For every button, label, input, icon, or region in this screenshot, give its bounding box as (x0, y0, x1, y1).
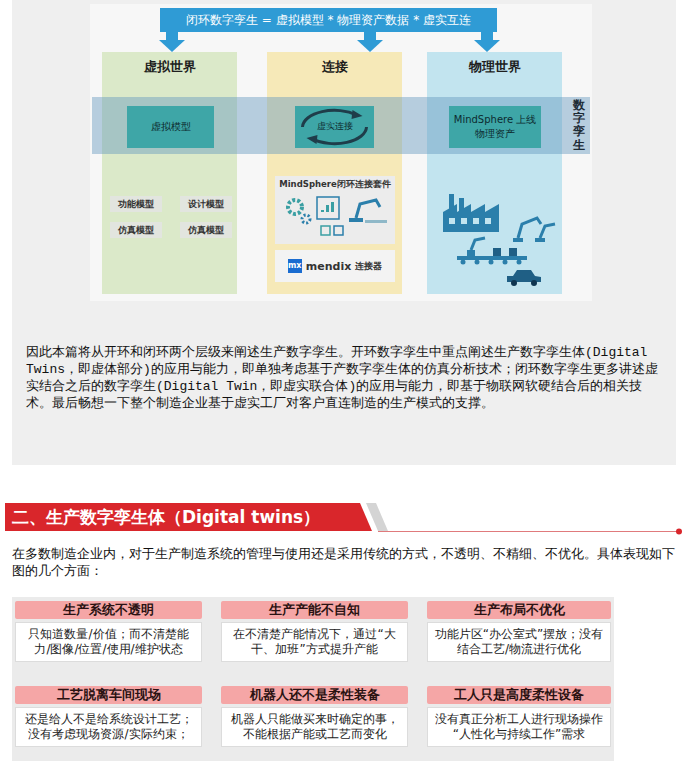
node-label: 虚实连接 (317, 121, 353, 133)
node-label: 数字孪生 (573, 99, 585, 152)
cards-panel (12, 597, 614, 761)
conveyor-roller (503, 260, 508, 265)
robot-base (349, 218, 363, 222)
issue-card: 机器人还不是柔性装备机器人只能做买来时确定的事，不能根据产能或工艺而变化 (221, 686, 408, 747)
gear-icon (302, 215, 310, 223)
conveyor-roller (475, 260, 480, 265)
gear-icon (288, 200, 302, 214)
model-box: 虚拟模型 (127, 106, 214, 148)
robot-arm (540, 224, 555, 238)
chart-bar (331, 202, 334, 212)
robot-base (513, 238, 523, 242)
node-label: 闭环数字孪生 = 虚拟模型 * 物理资产数据 * 虚实互连 (186, 12, 471, 29)
node-label: 物理世界 (469, 58, 521, 76)
issue-card: 生产产能不自知在不清楚产能情况下，通过“大干、加班”方式提升产能 (221, 601, 408, 662)
cycle-arrow-head (307, 135, 318, 144)
issue-card: 工艺脱离车间现场还是给人不是给系统设计工艺；没有考虑现场资源/实际约束； (15, 686, 202, 747)
conveyor-box (493, 248, 501, 256)
model-tag: 仿真模型 (110, 222, 162, 238)
factory-building (443, 204, 499, 232)
node-label: 仿真模型 (188, 224, 224, 237)
model-tag: 设计模型 (180, 196, 232, 212)
card-heading: 工艺脱离车间现场 (15, 686, 202, 704)
node-label: mendix (306, 260, 352, 273)
column-panel: 虚拟世界功能模型 设计模型仿真模型 仿真模型 (102, 52, 237, 294)
cube-icon (321, 226, 330, 235)
conveyor-roller (517, 260, 522, 265)
node-label: mx (288, 259, 302, 273)
card-heading: 生产产能不自知 (221, 601, 408, 619)
conveyor (457, 256, 527, 260)
node-label: 虚拟模型 (151, 120, 191, 134)
chart-bar (321, 210, 324, 212)
chart-bar (326, 205, 329, 212)
cycle-arrow-head (352, 110, 363, 119)
node-label: 仿真模型 (118, 224, 154, 237)
asset-box: MindSphere 上线物理资产 (449, 106, 541, 148)
heading-bar (5, 503, 372, 531)
issue-card: 工人只是高度柔性设备没有真正分析工人进行现场操作“人性化与持续工作”需求 (427, 686, 611, 747)
connector-box: mx mendix连接器 (275, 250, 395, 282)
node-label: 连接器 (355, 260, 382, 273)
robot-base (467, 250, 475, 256)
card-body: 还是给人不是给系统设计工艺；没有考虑现场资源/实际约束； (15, 707, 202, 747)
card-body: 没有真正分析工人进行现场操作“人性化与持续工作”需求 (427, 707, 611, 747)
card-heading: 生产系统不透明 (15, 601, 202, 619)
banner-arrow: 闭环数字孪生 = 虚拟模型 * 物理资产数据 * 虚实互连 (160, 8, 497, 32)
node-label: 连接 (322, 58, 348, 76)
heading-bar-tail (366, 503, 388, 531)
node-label: 设计模型 (188, 198, 224, 211)
model-tag: 功能模型 (110, 196, 162, 212)
robot-base (535, 238, 545, 242)
car (507, 270, 541, 282)
arrow-connector (481, 32, 493, 40)
conveyor-roller (461, 260, 466, 265)
illustration (427, 52, 562, 294)
heading-rule (378, 531, 677, 532)
conveyor-box (509, 248, 517, 256)
suite-box: MindSphere闭环连接套件 (275, 176, 395, 244)
arrow-connector (364, 32, 376, 40)
node-label: 虚拟世界 (144, 58, 196, 76)
figure-ground (90, 4, 592, 301)
column-panel: 物理世界 (427, 52, 562, 294)
factory-window (461, 218, 467, 224)
node-label: MindSphere闭环连接套件 (279, 179, 391, 191)
twin-band: 数字孪生 虚拟模型 虚实连接 MindSphere 上线物理资产 (92, 97, 590, 154)
conveyor-roller (489, 260, 494, 265)
factory-window (485, 218, 491, 224)
issue-card: 生产布局不优化功能片区“办公室式”摆放；没有结合工艺/物流进行优化 (427, 601, 611, 662)
issue-card: 生产系统不透明只知道数量/价值；而不清楚能力/图像/位置/使用/维护状态 (15, 601, 202, 662)
robot-arm (471, 238, 485, 250)
card-heading: 工人只是高度柔性设备 (427, 686, 611, 704)
link-box: 虚实连接 (295, 106, 374, 148)
cube-icon (334, 226, 343, 235)
intro-panel (12, 0, 676, 465)
card-body: 只知道数量/价值；而不清楚能力/图像/位置/使用/维护状态 (15, 622, 202, 662)
card-heading: 机器人还不是柔性装备 (221, 686, 408, 704)
section-heading: 二、生产数字孪生体（Digital twins） (12, 503, 320, 531)
robot-arm (518, 218, 541, 238)
car-wheel (511, 280, 517, 286)
factory-window (473, 218, 479, 224)
card-body: 机器人只能做买来时确定的事，不能根据产能或工艺而变化 (221, 707, 408, 747)
body-paragraph: 在多数制造企业内，对于生产制造系统的管理与使用还是采用传统的方式，不透明、不精细… (12, 546, 676, 580)
car-wheel (531, 280, 537, 286)
conveyor (365, 220, 387, 223)
node-label: MindSphere 上线物理资产 (452, 113, 538, 141)
model-tag: 仿真模型 (180, 222, 232, 238)
chart-icon (317, 197, 339, 219)
arrow-connector (166, 32, 178, 40)
robot-arm (356, 200, 380, 218)
body-paragraph: 因此本篇将从开环和闭环两个层级来阐述生产数字孪生。开环数字孪生中重点阐述生产数字… (26, 344, 658, 412)
factory-window (449, 218, 455, 224)
column-panel: 连接 MindSphere闭环连接套件 mx mendix连接器 (267, 52, 402, 294)
card-body: 功能片区“办公室式”摆放；没有结合工艺/物流进行优化 (427, 622, 611, 662)
card-heading: 生产布局不优化 (427, 601, 611, 619)
heading-rule-dot (676, 529, 682, 535)
card-body: 在不清楚产能情况下，通过“大干、加班”方式提升产能 (221, 622, 408, 662)
node-label: 功能模型 (118, 198, 154, 211)
